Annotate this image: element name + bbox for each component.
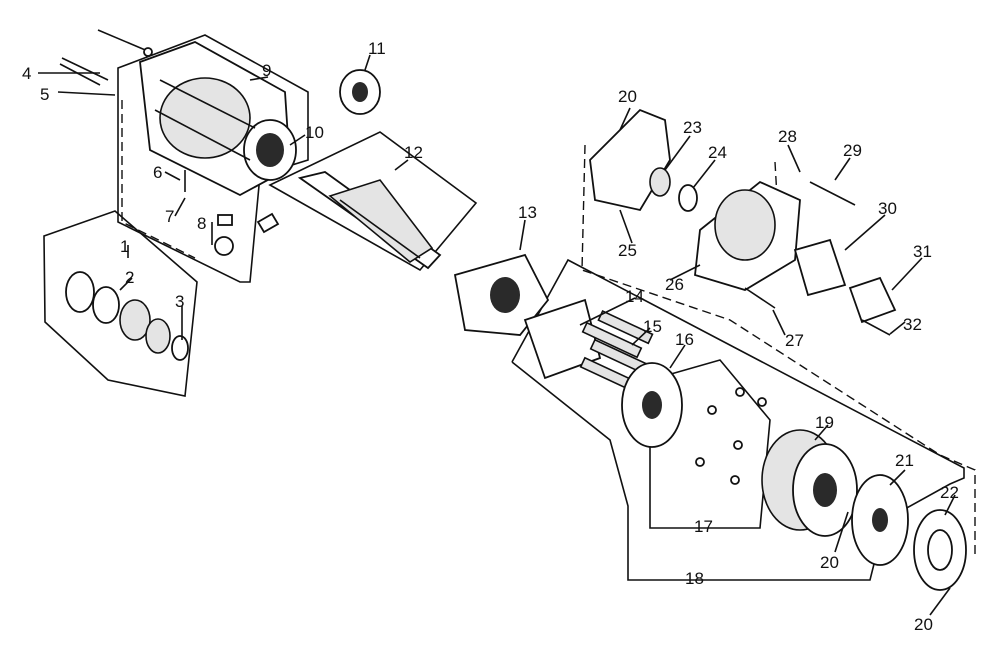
- label-14: 14: [625, 287, 644, 306]
- label-24: 24: [708, 143, 727, 162]
- pump-housing-part: [139, 41, 297, 197]
- label-11: 11: [368, 39, 386, 58]
- ring-23: [649, 167, 671, 197]
- label-28: 28: [778, 127, 797, 146]
- label-25: 25: [618, 241, 637, 260]
- label-5: 5: [40, 85, 49, 104]
- label-1: 1: [120, 237, 129, 256]
- plug-8: [214, 236, 234, 256]
- label-10: 10: [305, 123, 324, 142]
- label-4: 4: [22, 64, 31, 83]
- label-6: 6: [153, 163, 162, 182]
- housing-dashed-outline: [121, 100, 196, 259]
- seal-2: [119, 299, 151, 341]
- label-8: 8: [197, 214, 206, 233]
- cylinder-block-19: [761, 429, 858, 537]
- label-27: 27: [785, 331, 804, 350]
- bolt-27: [744, 287, 776, 309]
- label-9: 9: [262, 61, 271, 80]
- group-1-outline: [43, 210, 198, 397]
- label-29: 29: [843, 141, 862, 160]
- rear-housing-dashed-outline: [581, 144, 976, 558]
- label-30: 30: [878, 199, 897, 218]
- label-20-mid: 20: [820, 553, 839, 572]
- bearing-11: [339, 69, 381, 115]
- ring-24: [678, 184, 698, 212]
- group-12-outline: [268, 131, 478, 272]
- washer-2: [92, 286, 120, 324]
- label-7: 7: [165, 207, 174, 226]
- label-20-bottom: 20: [914, 615, 933, 634]
- label-31: 31: [913, 242, 932, 261]
- label-16: 16: [675, 330, 694, 349]
- label-13: 13: [518, 203, 537, 222]
- port-plate-13: [453, 253, 550, 336]
- label-15: 15: [643, 317, 662, 336]
- callout-labels: 1 2 3 4 5 6 7 8 9 10 11 12 13 14 15 16 1…: [22, 39, 959, 634]
- plate-14: [523, 298, 602, 380]
- cover-30: [793, 238, 847, 297]
- label-22: 22: [940, 483, 959, 502]
- parts: [59, 29, 967, 591]
- key-part: [256, 212, 280, 234]
- rear-housing-26: [694, 180, 801, 291]
- snap-ring-1: [65, 271, 95, 313]
- label-3: 3: [175, 292, 184, 311]
- label-23: 23: [683, 118, 702, 137]
- leader-lines: [38, 54, 956, 616]
- label-2: 2: [125, 268, 134, 287]
- bolt-head: [143, 47, 153, 57]
- bolt-4: [59, 63, 101, 86]
- label-26: 26: [665, 275, 684, 294]
- bolt-5: [97, 29, 151, 53]
- bolt-4b: [61, 57, 109, 81]
- label-20-top: 20: [618, 87, 637, 106]
- parts-17: [695, 387, 767, 485]
- bearing-3: [145, 318, 171, 354]
- bolt-29: [809, 181, 856, 206]
- drive-shaft-12: [297, 171, 442, 270]
- label-21: 21: [895, 451, 914, 470]
- assembly-outlines: [43, 34, 976, 581]
- label-17: 17: [694, 517, 713, 536]
- washer-8: [217, 214, 233, 226]
- label-32: 32: [903, 315, 922, 334]
- label-12: 12: [404, 143, 423, 162]
- label-19: 19: [815, 413, 834, 432]
- o-ring-3: [171, 335, 189, 361]
- label-18: 18: [685, 569, 704, 588]
- cover-plate-31: [848, 276, 897, 324]
- bolt-32: [861, 319, 891, 336]
